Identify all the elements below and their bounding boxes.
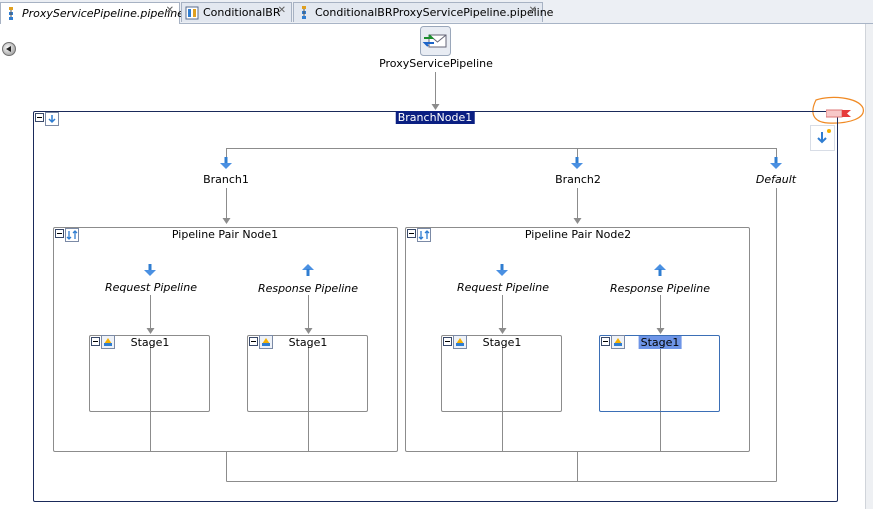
collapse-icon[interactable] xyxy=(407,229,416,238)
pipeline-pair-icon xyxy=(417,228,431,242)
proxy-service-label: ProxyServicePipeline xyxy=(379,57,493,70)
back-nav-icon[interactable] xyxy=(2,42,16,56)
response-pipeline-label[interactable]: Response Pipeline xyxy=(257,282,359,295)
collapse-icon[interactable] xyxy=(55,229,64,238)
tab-label: ProxyServicePipeline.pipeline xyxy=(22,7,184,20)
collapse-icon[interactable] xyxy=(249,337,258,346)
stage-label-wrap: Stage1 xyxy=(638,336,682,349)
stage-box[interactable] xyxy=(247,335,368,412)
close-icon[interactable]: ✕ xyxy=(277,5,286,16)
branch-label[interactable]: Branch2 xyxy=(555,173,601,186)
pipeline-pair-icon xyxy=(65,228,79,242)
request-pipeline-icon xyxy=(143,263,157,277)
proxy-service-icon[interactable] xyxy=(420,26,451,56)
stage-label[interactable]: Stage1 xyxy=(130,336,170,349)
stage-box[interactable] xyxy=(441,335,562,412)
branch-node-title-wrap: BranchNode1 xyxy=(395,111,475,124)
business-rule-icon xyxy=(185,6,199,20)
branch-arrow-icon xyxy=(769,156,783,170)
stage-icon xyxy=(611,335,625,349)
response-pipeline-icon xyxy=(301,263,315,277)
stage-icon xyxy=(259,335,273,349)
tab-proxy-service-pipeline[interactable]: ProxyServicePipeline.pipeline ✕ xyxy=(0,2,184,24)
collapse-icon[interactable] xyxy=(443,337,452,346)
collapse-icon[interactable] xyxy=(601,337,610,346)
tab-label: ConditionalBR xyxy=(203,6,281,19)
branch-node-icon xyxy=(45,112,59,126)
stage-label[interactable]: Stage1 xyxy=(288,336,328,349)
collapse-icon[interactable] xyxy=(35,113,44,122)
stage-box-selected[interactable] xyxy=(599,335,720,412)
collapse-icon[interactable] xyxy=(91,337,100,346)
tab-conditional-br-proxy-service-pipeline[interactable]: ConditionalBRProxyServicePipeline.pipeli… xyxy=(293,2,553,22)
pipeline-icon xyxy=(297,5,311,20)
tab-conditional-br[interactable]: ConditionalBR ✕ xyxy=(181,2,292,22)
stage-label[interactable]: Stage1 xyxy=(638,336,682,349)
pipeline-pair-title[interactable]: Pipeline Pair Node1 xyxy=(171,228,279,241)
request-pipeline-icon xyxy=(495,263,509,277)
pipeline-pair-node-box[interactable] xyxy=(405,227,750,452)
request-pipeline-label[interactable]: Request Pipeline xyxy=(457,281,549,294)
add-branch-icon[interactable] xyxy=(810,125,835,151)
stage-icon xyxy=(101,335,115,349)
response-pipeline-icon xyxy=(653,263,667,277)
branch-arrow-icon xyxy=(570,156,584,170)
request-pipeline-label[interactable]: Request Pipeline xyxy=(105,281,197,294)
stage-icon xyxy=(453,335,467,349)
branch-arrow-icon xyxy=(219,156,233,170)
close-icon[interactable]: ✕ xyxy=(165,5,174,16)
default-branch-label[interactable]: Default xyxy=(755,173,797,186)
flag-icon[interactable] xyxy=(825,108,852,118)
editor-tab-bar: ProxyServicePipeline.pipeline ✕ Conditio… xyxy=(0,0,873,24)
tab-label: ConditionalBRProxyServicePipeline.pipeli… xyxy=(315,6,554,19)
pipeline-pair-title[interactable]: Pipeline Pair Node2 xyxy=(524,228,632,241)
stage-box[interactable] xyxy=(89,335,210,412)
pipeline-icon xyxy=(4,6,18,21)
response-pipeline-label[interactable]: Response Pipeline xyxy=(609,282,711,295)
vertical-scrollbar[interactable] xyxy=(865,24,873,509)
branch-node-title[interactable]: BranchNode1 xyxy=(395,111,475,124)
branch-label[interactable]: Branch1 xyxy=(203,173,249,186)
pipeline-pair-node-box[interactable] xyxy=(53,227,398,452)
stage-label[interactable]: Stage1 xyxy=(482,336,522,349)
close-icon[interactable]: ✕ xyxy=(528,5,537,16)
